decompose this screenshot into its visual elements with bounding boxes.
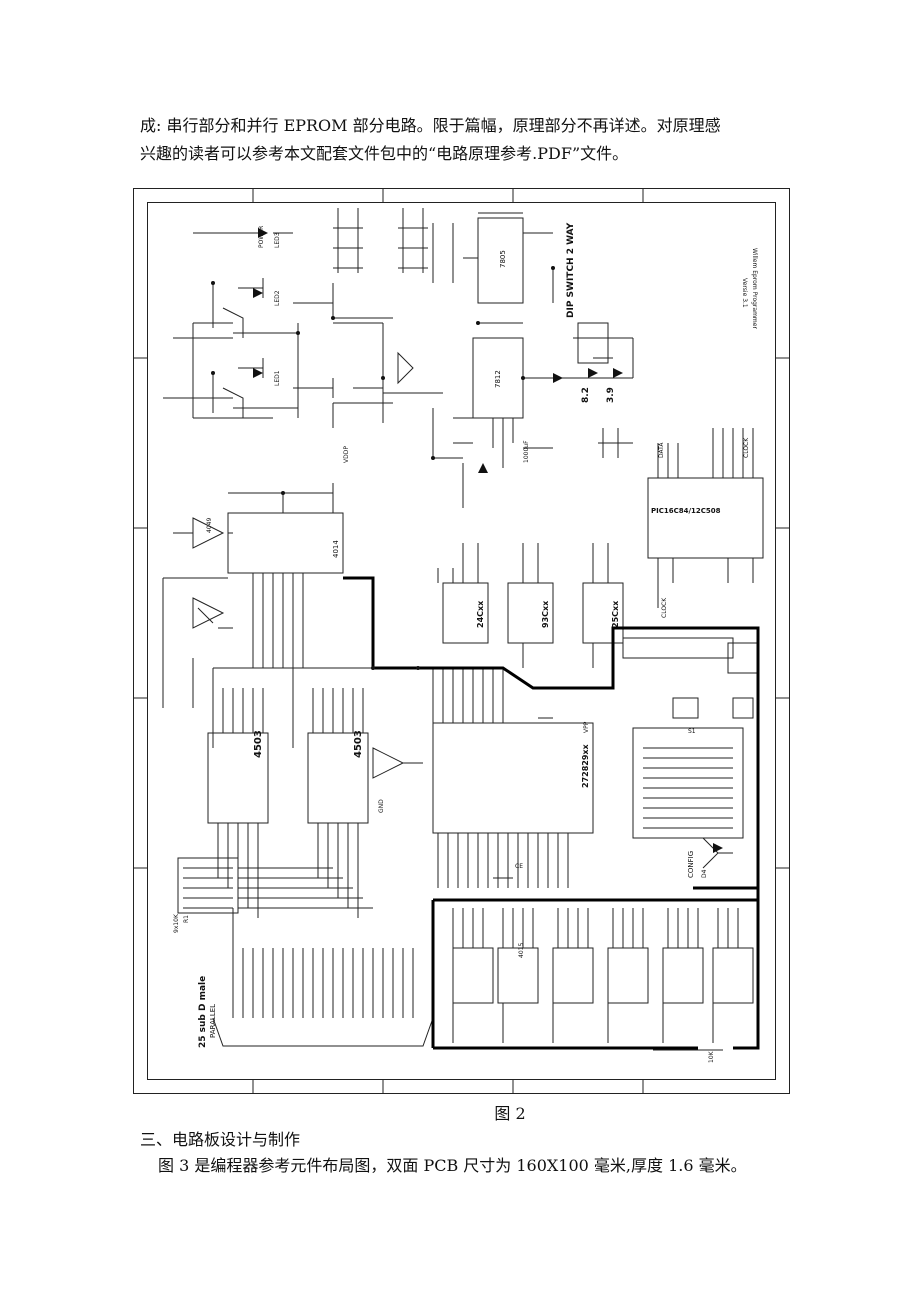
u12-25cxx-box xyxy=(582,582,624,644)
s1-label: S1 xyxy=(688,728,696,735)
jumper-a10-box xyxy=(672,697,699,719)
u7-24cxx-box xyxy=(442,582,489,644)
c13-label: 1000uF xyxy=(523,440,530,463)
intro-line-1: 成: 串行部分和并行 EPROM 部分电路。限于篇幅，原理部分不再详述。对原理感 xyxy=(140,116,721,135)
regulator-7805-box xyxy=(477,217,524,304)
u5-vpp-label: VPP xyxy=(583,721,590,733)
u1a-label: 4049 xyxy=(206,518,213,533)
jumper-row-box xyxy=(622,637,734,659)
circuit-schematic-figure: Willem Eprom Programmer Versie 3.1 7805 … xyxy=(133,188,790,1094)
heavy-bus-line xyxy=(343,576,760,1050)
power-label: POWER xyxy=(258,226,265,248)
pic-data-label: DATA xyxy=(658,442,665,458)
config-label: CONFIG xyxy=(687,851,695,878)
db25-label: 25 sub D male xyxy=(198,976,208,1048)
zener-2-label: 3.9 xyxy=(606,387,616,403)
u4-label: 4503 xyxy=(353,730,364,758)
u2-label: 4503 xyxy=(253,730,264,758)
u13-clock-label: CLOCK xyxy=(661,597,668,618)
u8-label: 7812 xyxy=(494,370,502,388)
u14b-4015-box xyxy=(712,947,754,1004)
schematic-svg: Willem Eprom Programmer Versie 3.1 7805 … xyxy=(133,188,790,1094)
u3-4014-box xyxy=(227,512,344,574)
u5-eprom-box xyxy=(432,722,594,834)
led1-label: LED1 xyxy=(274,370,281,386)
intro-line-2: 兴趣的读者可以参考本文配套文件包中的“电路原理参考.PDF”文件。 xyxy=(140,144,629,163)
vddp-label: VDDP xyxy=(343,446,350,463)
figure-caption: 图 2 xyxy=(494,1104,526,1123)
d4-label: D4 xyxy=(701,869,708,878)
section-paragraph: 图 3 是编程器参考元件布局图，双面 PCB 尺寸为 160X100 毫米,厚度… xyxy=(158,1156,747,1175)
u6a-4015-box xyxy=(452,947,494,1004)
db25-parallel-label: PARALLEL xyxy=(209,1004,217,1038)
rn-label: 9x10K xyxy=(173,913,180,933)
u13-pic-box xyxy=(647,477,764,559)
led3-label: LED3 xyxy=(274,232,281,248)
resistor-network-box xyxy=(177,857,239,914)
section-heading: 三、电路板设计与制作 xyxy=(140,1130,301,1149)
dip-switch-label: DIP SWITCH 2 WAY xyxy=(566,222,576,318)
zener-1-label: 8.2 xyxy=(581,387,591,403)
schematic-outer-frame xyxy=(133,188,790,1094)
u11b-4015-box xyxy=(607,947,649,1004)
r1-label: R1 xyxy=(183,915,190,923)
u12-label: 25Cxx xyxy=(611,600,620,628)
u9-label: 7805 xyxy=(499,250,507,268)
u5-label: 272829xx xyxy=(581,743,590,788)
led2-label: LED2 xyxy=(274,290,281,306)
u7-label: 24Cxx xyxy=(476,600,485,628)
pic-clock-label: CLOCK xyxy=(743,437,750,458)
u15-label: 4015 xyxy=(518,943,525,958)
title-block-line1: Willem Eprom Programmer xyxy=(751,248,758,329)
u3-label: 4014 xyxy=(332,540,340,558)
u13-label: PIC16C84/12C508 xyxy=(651,507,721,515)
u10-label: 93Cxx xyxy=(541,600,550,628)
r19-label: 10K xyxy=(708,1050,715,1063)
s1-switch-box xyxy=(632,727,744,839)
u10-93cxx-box xyxy=(507,582,554,644)
dip-switch-box xyxy=(577,322,609,364)
ce-label: CE xyxy=(515,863,523,870)
jumper-a18-box xyxy=(732,697,754,719)
gnd-label: GND xyxy=(378,799,385,813)
db25-outline xyxy=(212,1017,434,1047)
schematic-inner-frame xyxy=(147,202,776,1080)
u11a-4015-box xyxy=(552,947,594,1004)
intro-paragraph: 成: 串行部分和并行 EPROM 部分电路。限于篇幅，原理部分不再详述。对原理感… xyxy=(140,112,800,168)
u14a-4015-box xyxy=(662,947,704,1004)
title-block-line2: Versie 3.1 xyxy=(741,278,748,308)
u6b-4015-box xyxy=(497,947,539,1004)
